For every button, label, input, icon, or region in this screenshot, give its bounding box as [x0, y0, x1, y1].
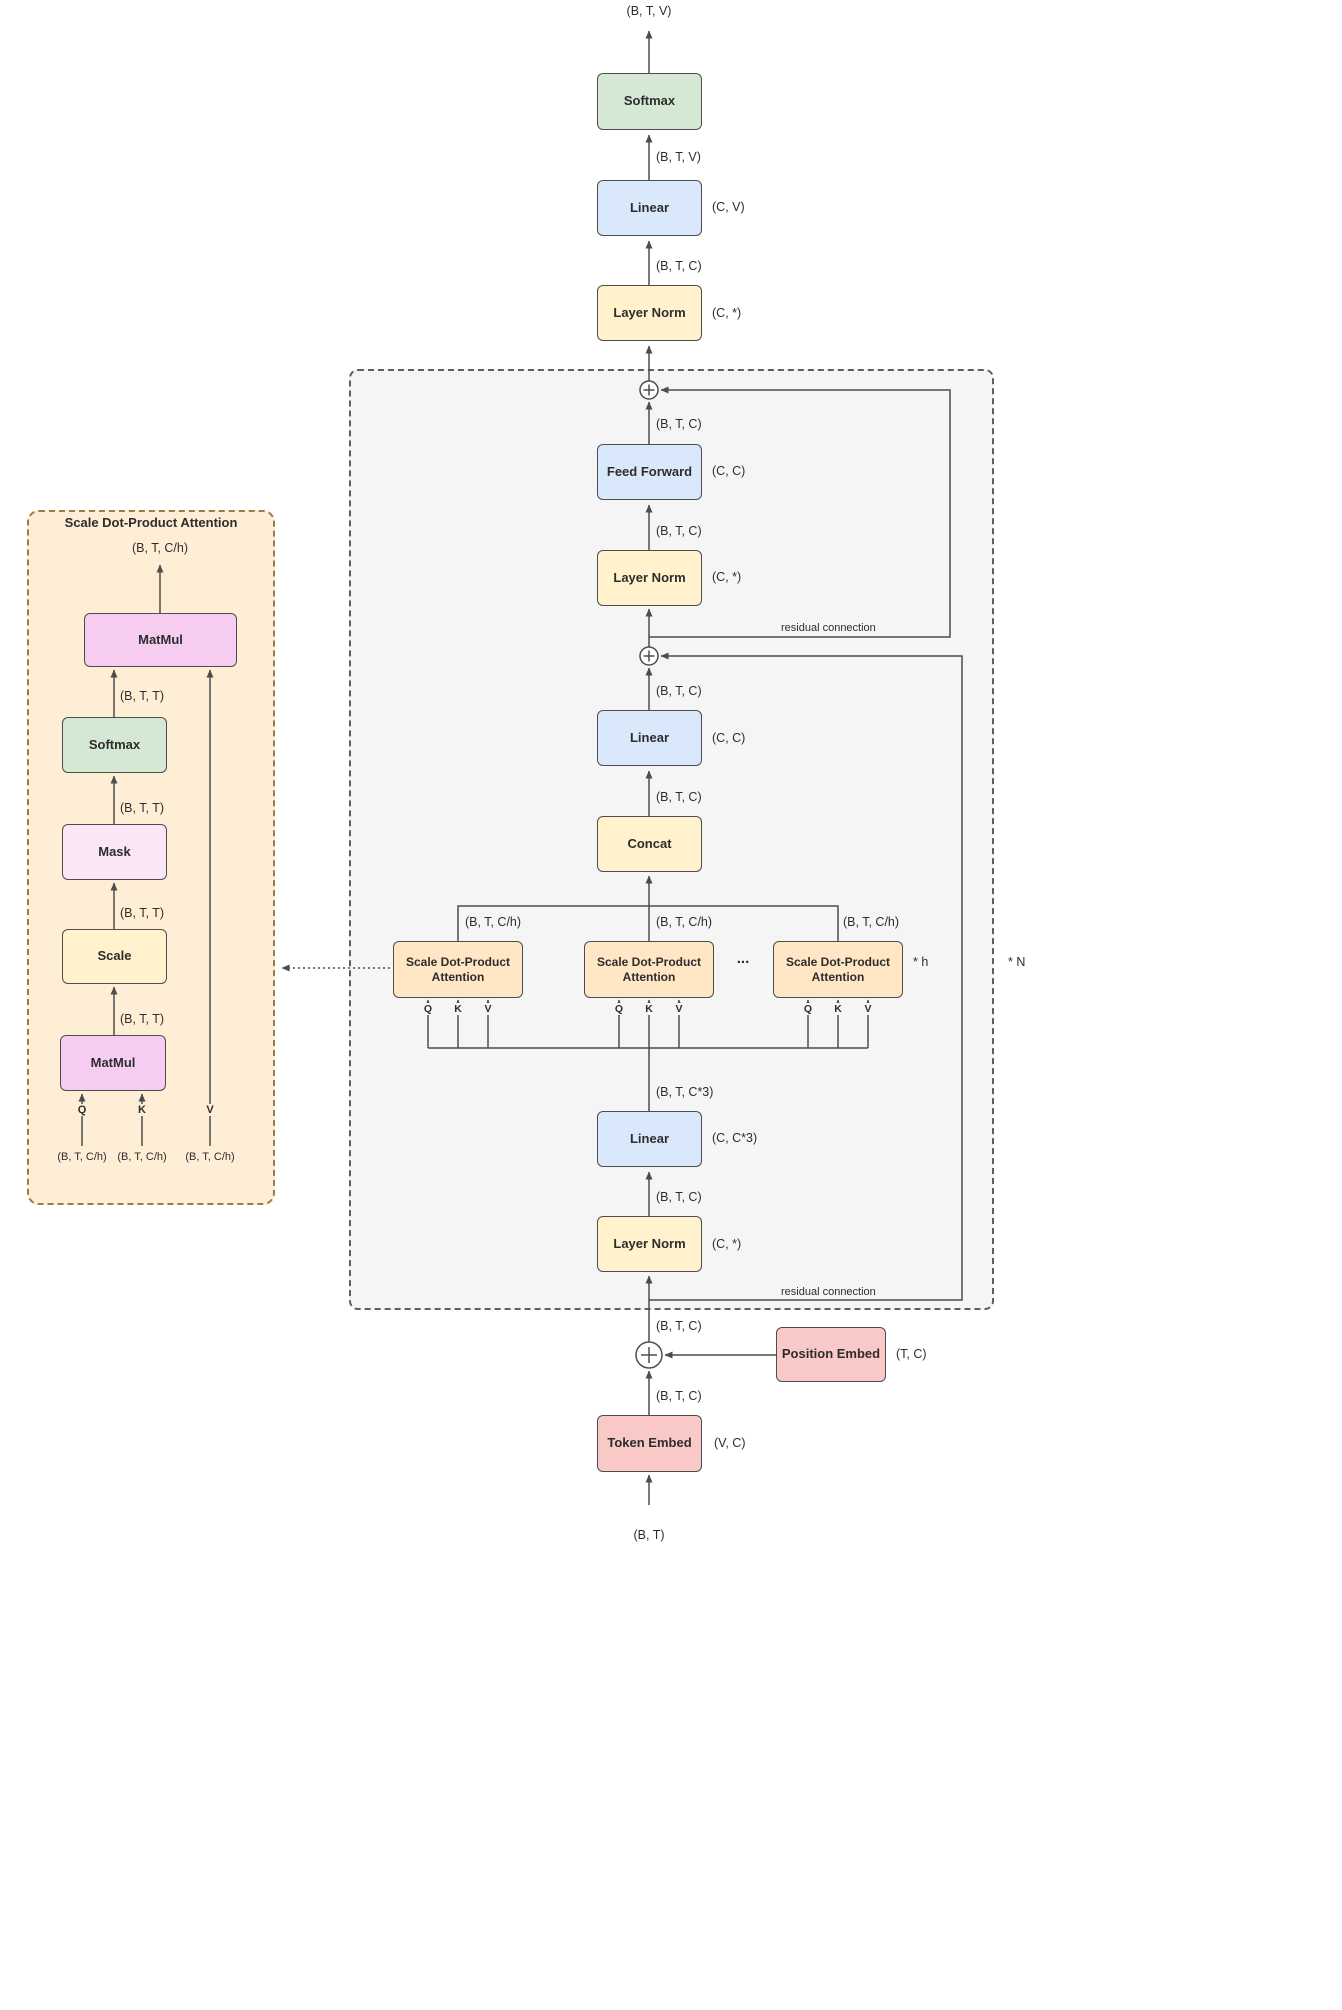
repeat-heads-label: * h: [913, 955, 929, 969]
repeat-layers-label: * N: [1008, 955, 1026, 969]
node-matmul-out: MatMul: [84, 613, 237, 667]
tensor-shape-label: (B, T, C/h): [656, 915, 713, 929]
node-linear-head: Linear: [597, 180, 702, 236]
tensor-shape-label: (B, T, T): [120, 801, 164, 815]
v-label: V: [204, 1104, 216, 1116]
weight-shape-label: (C, C*3): [712, 1131, 758, 1145]
node-concat: Concat: [597, 816, 702, 872]
weight-shape-label: (C, *): [712, 1237, 742, 1251]
weight-shape-label: (C, *): [712, 570, 742, 584]
v-label: V: [482, 1003, 494, 1015]
weight-shape-label: (T, C): [896, 1347, 927, 1361]
tensor-shape-label: (B, T, C/h): [57, 1151, 107, 1163]
tensor-shape-label: (B, T, C): [656, 790, 702, 804]
v-label: V: [673, 1003, 685, 1015]
q-label: Q: [75, 1104, 89, 1116]
k-label: K: [136, 1104, 148, 1116]
node-matmul-qk: MatMul: [60, 1035, 166, 1091]
tensor-shape-label: (B, T): [633, 1528, 665, 1542]
tensor-shape-label: (B, T, C*3): [656, 1085, 714, 1099]
tensor-shape-label: (B, T, V): [626, 4, 672, 18]
node-mask: Mask: [62, 824, 167, 880]
tensor-shape-label: (B, T, C/h): [131, 541, 189, 555]
node-feed-forward: Feed Forward: [597, 444, 702, 500]
tensor-shape-label: (B, T, C): [656, 1389, 702, 1403]
weight-shape-label: (C, *): [712, 306, 742, 320]
node-scale: Scale: [62, 929, 167, 984]
q-label: Q: [421, 1003, 435, 1015]
k-label: K: [452, 1003, 464, 1015]
node-attention-head-3: Scale Dot-Product Attention: [773, 941, 903, 998]
k-label: K: [643, 1003, 655, 1015]
node-layernorm-ffn: Layer Norm: [597, 550, 702, 606]
node-position-embed: Position Embed: [776, 1327, 886, 1382]
v-label: V: [862, 1003, 874, 1015]
heads-ellipsis: ...: [736, 950, 750, 967]
node-attention-head-2: Scale Dot-Product Attention: [584, 941, 714, 998]
node-softmax-head: Softmax: [597, 73, 702, 130]
tensor-shape-label: (B, T, C): [656, 524, 702, 538]
tensor-shape-label: (B, T, V): [656, 150, 701, 164]
tensor-shape-label: (B, T, C): [656, 1319, 702, 1333]
q-label: Q: [612, 1003, 626, 1015]
tensor-shape-label: (B, T, T): [120, 906, 164, 920]
tensor-shape-label: (B, T, C/h): [117, 1151, 167, 1163]
q-label: Q: [801, 1003, 815, 1015]
weight-shape-label: (C, V): [712, 200, 745, 214]
weight-shape-label: (V, C): [714, 1436, 746, 1450]
tensor-shape-label: (B, T, T): [120, 1012, 164, 1026]
detail-title: Scale Dot-Product Attention: [64, 515, 238, 530]
tensor-shape-label: (B, T, C): [656, 684, 702, 698]
tensor-shape-label: (B, T, C): [656, 1190, 702, 1204]
tensor-shape-label: (B, T, C): [656, 259, 702, 273]
node-softmax-attn: Softmax: [62, 717, 167, 773]
residual-connection-label: residual connection: [781, 622, 876, 634]
tensor-shape-label: (B, T, T): [120, 689, 164, 703]
tensor-shape-label: (B, T, C): [656, 417, 702, 431]
weight-shape-label: (C, C): [712, 464, 746, 478]
node-linear-proj: Linear: [597, 710, 702, 766]
weight-shape-label: (C, C): [712, 731, 746, 745]
tensor-shape-label: (B, T, C/h): [843, 915, 900, 929]
tensor-shape-label: (B, T, C/h): [465, 915, 522, 929]
node-attention-head-1: Scale Dot-Product Attention: [393, 941, 523, 998]
node-linear-qkv: Linear: [597, 1111, 702, 1167]
tensor-shape-label: (B, T, C/h): [185, 1151, 235, 1163]
k-label: K: [832, 1003, 844, 1015]
node-token-embed: Token Embed: [597, 1415, 702, 1472]
node-layernorm-final: Layer Norm: [597, 285, 702, 341]
residual-connection-label: residual connection: [781, 1286, 876, 1298]
node-layernorm-attn: Layer Norm: [597, 1216, 702, 1272]
